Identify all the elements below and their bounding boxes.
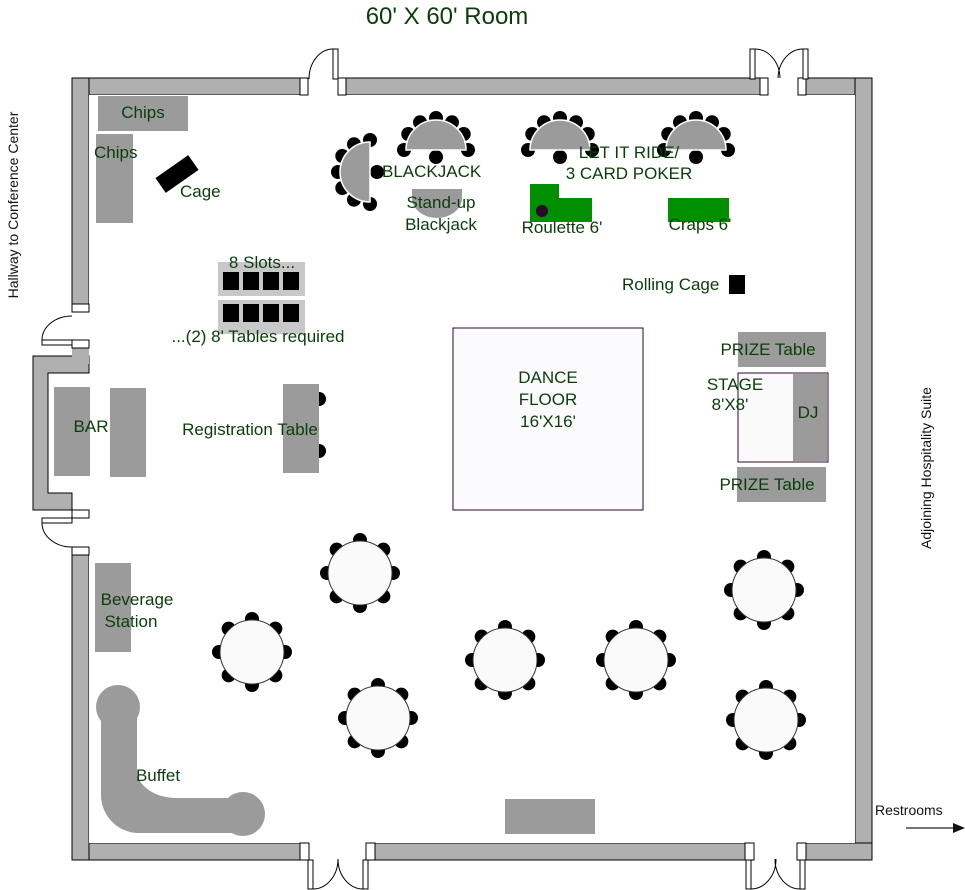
prize-bottom-label: PRIZE Table: [719, 475, 814, 494]
dealer-chair: [370, 165, 384, 179]
restrooms-arrow-icon: [906, 823, 965, 833]
dance-floor: [452, 327, 644, 511]
blackjack-label: BLACKJACK: [382, 162, 482, 181]
let-it-ride-label-2: 3 CARD POKER: [566, 164, 693, 183]
roulette-wheel: [536, 205, 548, 217]
hospitality-suite-label: Adjoining Hospitality Suite: [918, 387, 934, 549]
half-round-tables: [331, 111, 735, 211]
chips-table-side: [96, 134, 133, 223]
dance-floor-label-3: 16'X16': [520, 412, 576, 431]
buffet-label: Buffet: [136, 766, 180, 785]
slot-machine: [263, 304, 279, 322]
roulette-label: Roulette 6': [522, 218, 603, 237]
restrooms-label: Restrooms: [875, 802, 943, 818]
round-table-top: [219, 619, 285, 685]
round-table-top: [731, 557, 797, 623]
craps-table: [668, 198, 729, 222]
round-table-top: [733, 687, 799, 753]
bar-counter-right: [110, 388, 146, 477]
round-table-2: [212, 612, 292, 692]
door-bottom-right[interactable]: [744, 842, 807, 890]
round-table-3: [338, 678, 418, 758]
chips-top-label: Chips: [121, 103, 164, 122]
door-left-upper[interactable]: [41, 303, 90, 349]
round-table-top: [472, 627, 538, 693]
chair: [319, 444, 326, 458]
standup-label-1: Stand-up: [407, 193, 476, 212]
slot-machine: [283, 272, 299, 290]
dance-floor-label-2: FLOOR: [519, 390, 578, 409]
hallway-label: Hallway to Conference Center: [5, 111, 21, 298]
slot-machine: [223, 304, 239, 322]
bar-counter-left: [54, 387, 90, 476]
prize-top-label: PRIZE Table: [720, 340, 815, 359]
round-table-1: [320, 533, 400, 613]
half-round-table-top: [405, 119, 467, 151]
round-table-top: [327, 540, 393, 606]
round-table-4: [465, 620, 545, 700]
blackjack-table-side: [331, 133, 384, 211]
rolling-cage-label: Rolling Cage: [622, 275, 719, 294]
dealer-chair: [429, 150, 443, 164]
stage-label-2: 8'X8': [712, 395, 749, 414]
let-it-ride-table-1: [521, 111, 599, 164]
page-title: 60' X 60' Room: [366, 3, 529, 30]
prize-table-bottom: [737, 467, 826, 502]
chips-table-top: [98, 96, 188, 131]
dealer-chair: [553, 150, 567, 164]
round-table-top: [603, 627, 669, 693]
round-tables: [212, 533, 806, 760]
round-table-5: [596, 620, 676, 700]
dance-floor-label-1: DANCE: [518, 368, 578, 387]
door-left-lower[interactable]: [41, 509, 90, 556]
bottom-table: [505, 799, 595, 834]
door-top-left[interactable]: [299, 48, 347, 96]
slots-tables-label: ...(2) 8' Tables required: [171, 327, 344, 346]
standup-blackjack-table: [412, 189, 462, 218]
slot-machine: [223, 272, 239, 290]
slot-machine: [263, 272, 279, 290]
let-it-ride-label-1: LET IT RIDE/: [579, 143, 680, 162]
let-it-ride-table-2: [657, 111, 735, 164]
cage: [155, 155, 199, 193]
doors: [41, 48, 809, 890]
standup-label-2: Blackjack: [405, 215, 477, 234]
round-table-7: [726, 680, 806, 760]
blackjack-table-top: [397, 111, 475, 164]
round-table-6: [724, 550, 804, 630]
slot-machine: [283, 304, 299, 322]
cage-label: Cage: [180, 182, 221, 201]
beverage-label-1: Beverage: [101, 590, 174, 609]
registration-table: [283, 384, 319, 473]
slots-label: 8 Slots...: [229, 253, 295, 272]
registration-label: Registration Table: [182, 420, 318, 439]
beverage-station: [95, 563, 131, 652]
slot-machines: [218, 262, 305, 334]
half-round-table-top: [339, 141, 371, 203]
half-round-table-top: [665, 119, 727, 151]
door-top-right[interactable]: [749, 48, 809, 96]
stage-label-1: STAGE: [707, 375, 763, 394]
dj-booth: [793, 374, 827, 461]
prize-table-top: [738, 332, 826, 367]
door-bottom-left[interactable]: [299, 842, 376, 890]
slot-machine: [243, 272, 259, 290]
dealer-chair: [689, 150, 703, 164]
half-round-table-top: [529, 119, 591, 151]
slot-machine: [243, 304, 259, 322]
chair: [319, 392, 326, 406]
beverage-label-2: Station: [105, 612, 158, 631]
round-table-top: [345, 685, 411, 751]
dj-label: DJ: [798, 403, 819, 422]
craps-label: Craps 6': [669, 215, 732, 234]
chips-side-label: Chips: [94, 143, 137, 162]
rolling-cage: [729, 275, 745, 294]
bar-label: BAR: [74, 417, 109, 436]
buffet-table: [96, 685, 265, 836]
